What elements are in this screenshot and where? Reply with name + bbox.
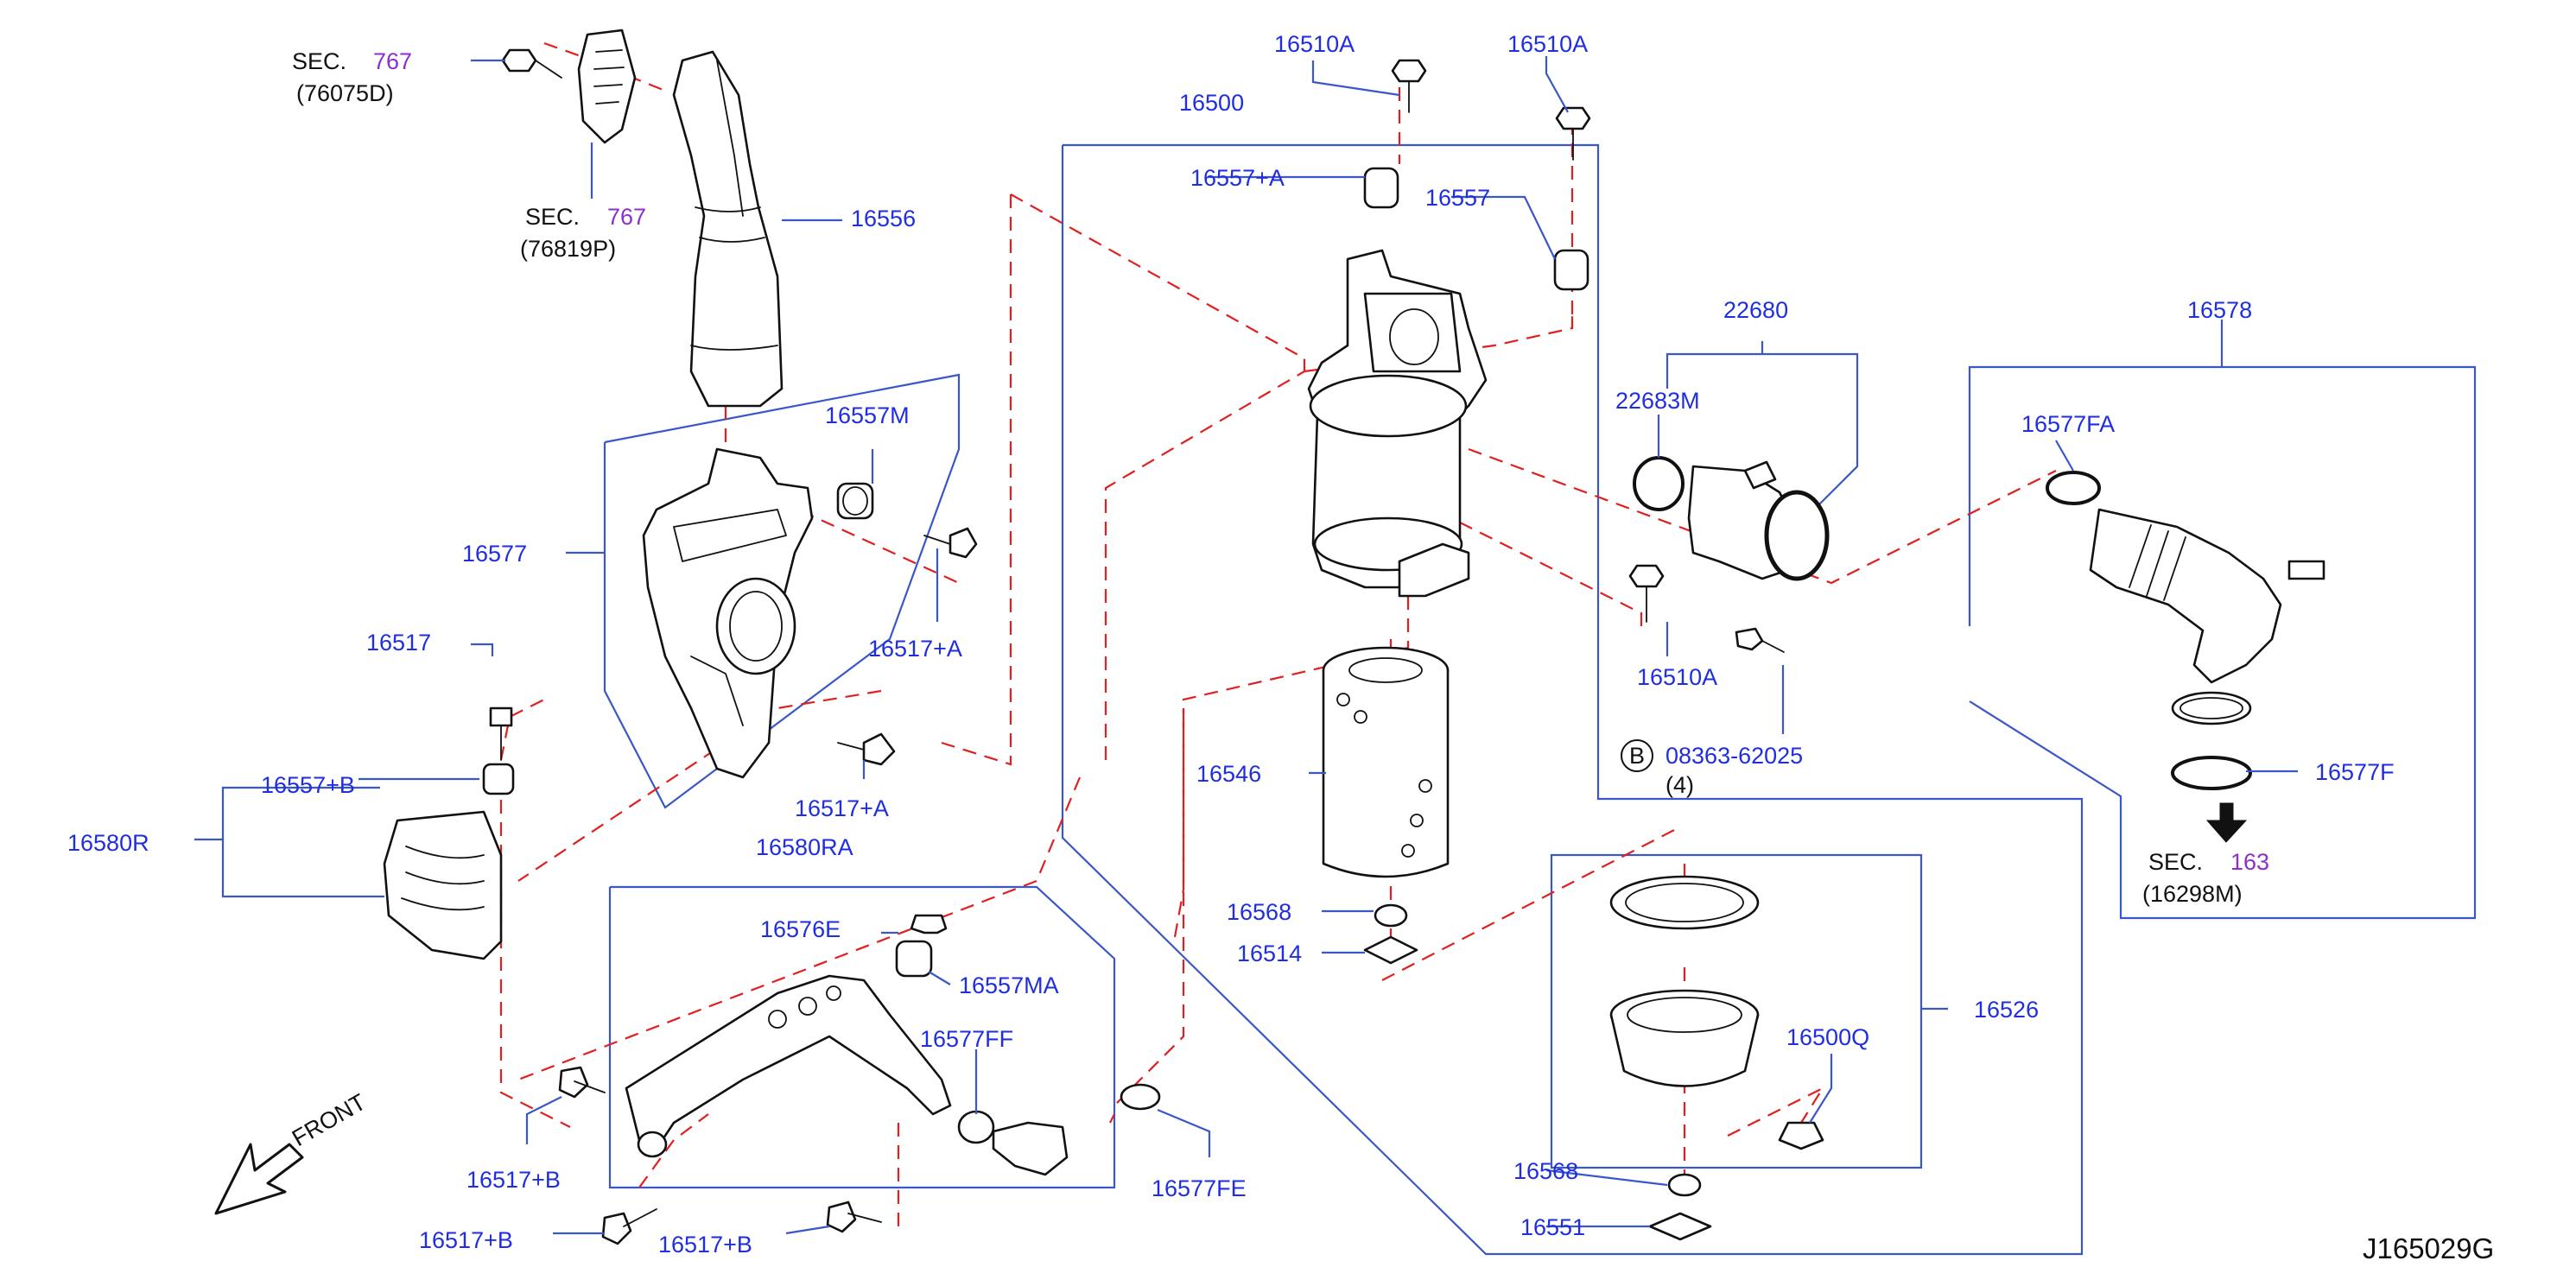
leader-lines [358, 56, 2298, 1235]
label-16510a-2: 16510A [1507, 31, 1588, 57]
label-22683m: 22683M [1615, 388, 1700, 414]
part-16576e-grommet [895, 914, 948, 978]
label-16514: 16514 [1237, 941, 1302, 966]
label-16526: 16526 [1974, 997, 2039, 1023]
label-22680: 22680 [1723, 297, 1788, 323]
sec-ref-1-num: 767 [373, 48, 412, 74]
bolt-ref-qty: (4) [1666, 772, 1694, 798]
label-16568-1: 16568 [1227, 899, 1291, 925]
label-16580ra: 16580RA [756, 834, 853, 860]
label-16557m: 16557M [825, 402, 910, 428]
label-16580r: 16580R [67, 830, 149, 856]
sec-ref-3-num: 163 [2230, 849, 2269, 875]
part-22680-maf-sensor [1633, 456, 1830, 581]
label-16557: 16557 [1425, 185, 1490, 211]
bolt-ref-badge: B [1629, 743, 1645, 769]
label-16517a-top: 16517+A [868, 636, 962, 662]
label-16510a-3: 16510A [1637, 664, 1717, 690]
part-16557a-bushings [1363, 167, 1589, 291]
part-16568-16514-wingnut [1363, 903, 1712, 1241]
part-16580r-box [383, 810, 503, 960]
group-outlines [194, 143, 2477, 1256]
label-16577ff: 16577FF [920, 1026, 1013, 1052]
part-16500-air-cleaner-upper [1307, 249, 1488, 598]
sec-ref-767-mid: SEC. 767 (76819P) [520, 204, 646, 262]
part-16500q-valve [1778, 1121, 1824, 1150]
part-16546-filter [1322, 646, 1450, 878]
sec-ref-163: SEC. 163 (16298M) [2142, 849, 2269, 907]
label-16577fe: 16577FE [1152, 1175, 1247, 1201]
label-16500q: 16500Q [1786, 1024, 1869, 1050]
bolt-ref-part: 08363-62025 [1666, 743, 1803, 769]
sec-ref-3-code: (16298M) [2142, 881, 2243, 907]
label-16500: 16500 [1179, 90, 1244, 116]
front-label: FRONT [288, 1089, 371, 1151]
part-16556-duct [672, 50, 784, 408]
label-16517b-1: 16517+B [466, 1167, 561, 1193]
label-16578: 16578 [2187, 297, 2252, 323]
part-76075d-bracket [577, 29, 637, 144]
label-16546: 16546 [1196, 761, 1261, 787]
sec-ref-2-sec: SEC. [525, 204, 580, 230]
part-16526-seal-cover [1609, 875, 1760, 1087]
sec-ref-767-top: SEC. 767 (76075D) [292, 48, 412, 106]
sec-ref-2-code: (76819P) [520, 236, 616, 262]
part-16557b-bushing [482, 763, 515, 795]
label-16576e: 16576E [760, 916, 841, 942]
arrow-down-icon [2205, 802, 2248, 843]
label-16577f: 16577F [2315, 759, 2395, 785]
sec-ref-1-code: (76075D) [296, 80, 394, 106]
part-bolts [489, 48, 1785, 1245]
bolt-ref-08363: B 08363-62025 (4) [1621, 739, 1803, 798]
label-16557ma: 16557MA [959, 972, 1059, 998]
label-16557b: 16557+B [261, 772, 355, 798]
label-16517b-3: 16517+B [658, 1232, 752, 1257]
label-16556: 16556 [851, 206, 916, 231]
label-16551: 16551 [1520, 1214, 1585, 1240]
badge-circle [1621, 739, 1653, 772]
label-16557a: 16557+A [1190, 165, 1285, 191]
part-16580ra-bracket [625, 974, 952, 1158]
part-16557m-bushing [836, 482, 874, 520]
part-16577-air-cleaner-lower [642, 447, 814, 779]
label-16517b-2: 16517+B [419, 1227, 513, 1253]
label-16510a-1: 16510A [1274, 31, 1355, 57]
diagram-code: J165029G [2363, 1232, 2494, 1264]
sec-ref-1-sec: SEC. [292, 48, 346, 74]
part-16578-hose [2046, 471, 2325, 790]
label-16577: 16577 [462, 541, 527, 567]
label-16517: 16517 [366, 630, 431, 656]
front-arrow-icon [214, 1143, 304, 1215]
label-16568-2: 16568 [1513, 1158, 1578, 1184]
label-16577fa: 16577FA [2021, 411, 2115, 437]
part-16577ff-hose [957, 1083, 1161, 1176]
dashed-centerlines [499, 41, 2057, 1235]
label-16517a: 16517+A [795, 795, 889, 821]
sec-ref-3-sec: SEC. [2148, 849, 2203, 875]
sec-ref-2-num: 767 [607, 204, 646, 230]
